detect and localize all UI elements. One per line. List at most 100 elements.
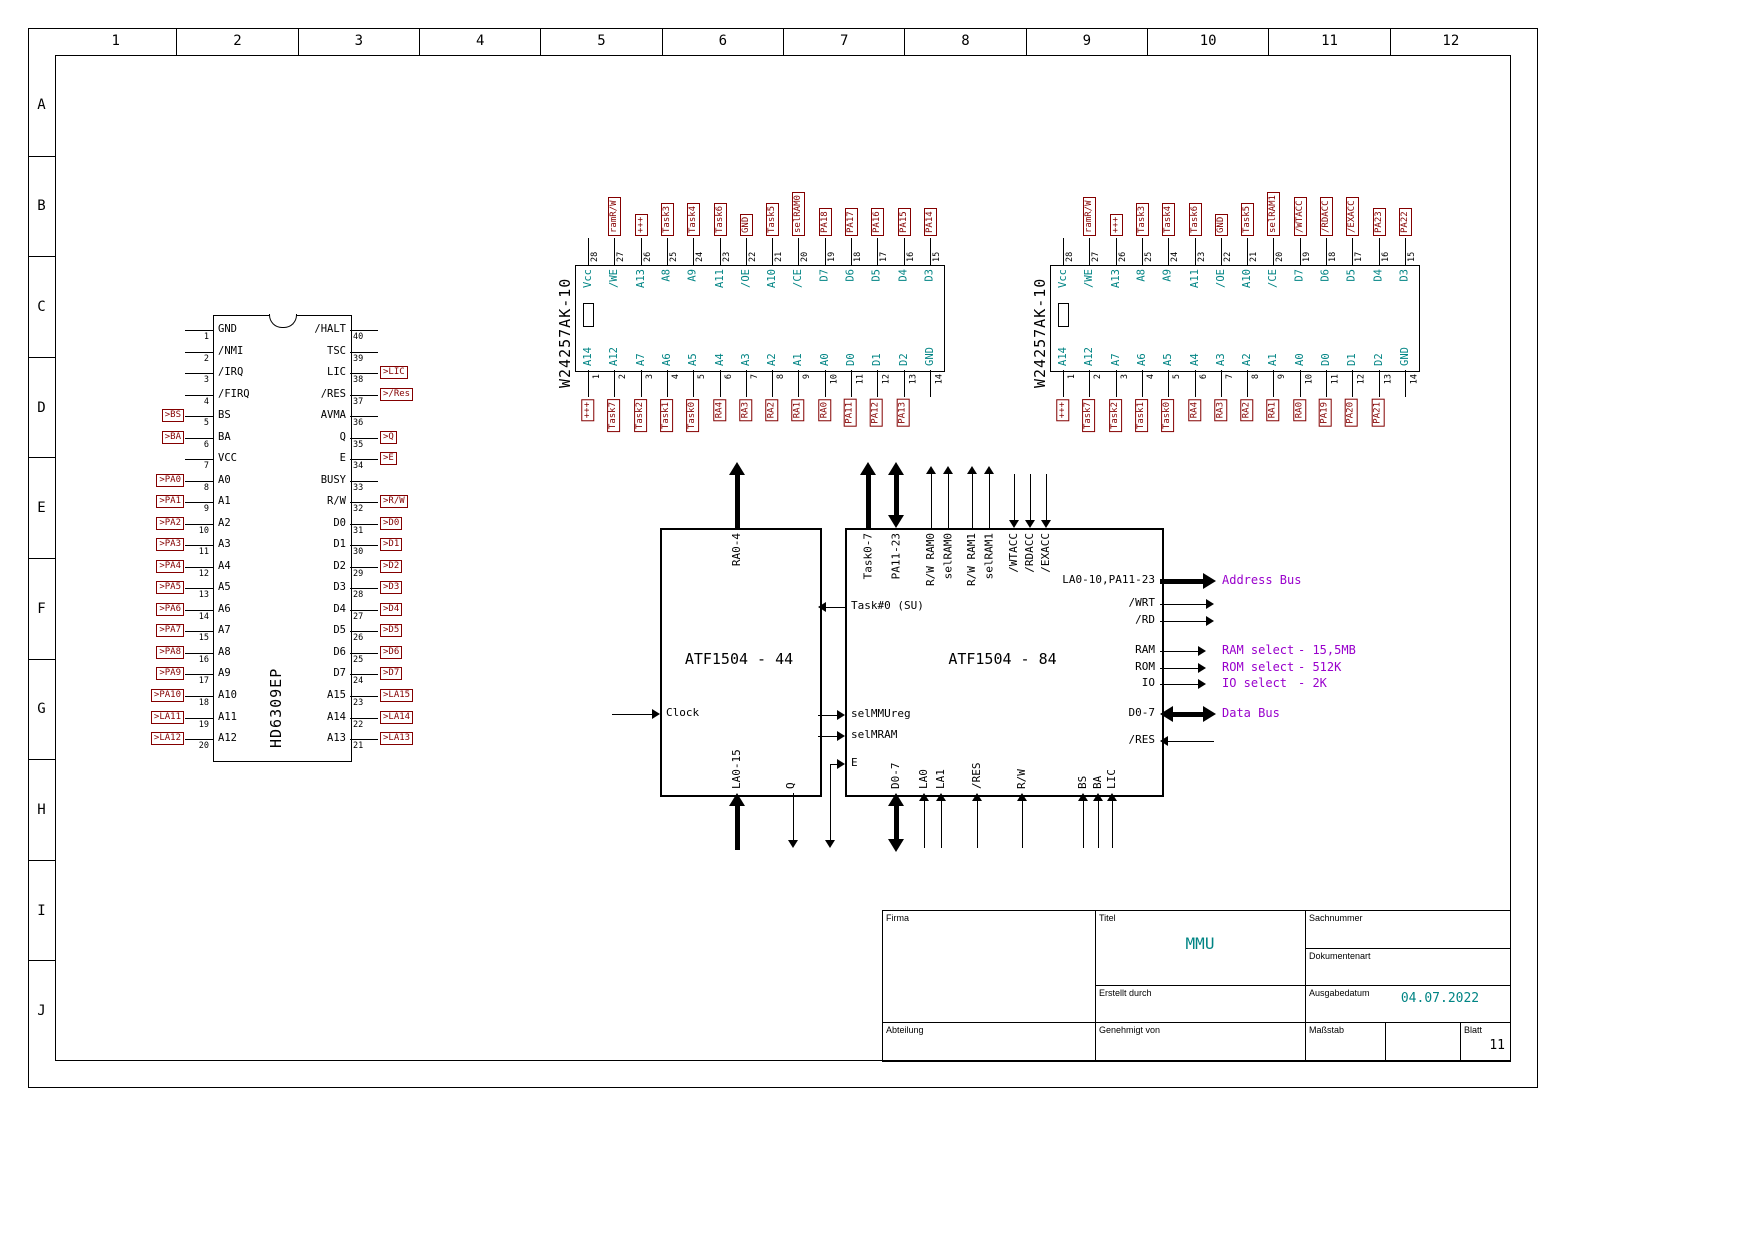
pin-name: A13 bbox=[635, 269, 647, 288]
arrowhead-left bbox=[1160, 706, 1173, 722]
pin-stub bbox=[350, 567, 378, 568]
signal-wire bbox=[830, 764, 838, 765]
pin-number: 19 bbox=[1302, 251, 1312, 262]
pin-stub bbox=[1142, 238, 1143, 265]
pin-name: D5 bbox=[333, 624, 346, 636]
pin-number: 17 bbox=[879, 251, 889, 262]
pin-number: 14 bbox=[1409, 374, 1419, 385]
pin-stub bbox=[1352, 370, 1353, 397]
block-signal-label: /RD bbox=[1135, 613, 1155, 626]
pin-name: A3 bbox=[218, 538, 231, 550]
arrowhead-up bbox=[860, 462, 876, 475]
ram-title: W24257AK-10 bbox=[1031, 277, 1049, 388]
pin-number: 14 bbox=[198, 612, 209, 622]
pin-name: Q bbox=[339, 431, 346, 443]
signal-wire bbox=[830, 764, 831, 841]
block-signal-label: RAM bbox=[1135, 643, 1155, 656]
pin-stub bbox=[1168, 238, 1169, 265]
pin-stub bbox=[1089, 370, 1090, 397]
pin-name: A2 bbox=[218, 517, 231, 529]
pin-name: A13 bbox=[327, 732, 346, 744]
pin-name: A9 bbox=[1162, 269, 1174, 282]
net-label-R/W: >R/W bbox=[380, 495, 408, 508]
net-label-PA15: PA15 bbox=[898, 208, 911, 236]
pin-name: D0 bbox=[333, 517, 346, 529]
pin-name: GND bbox=[924, 347, 936, 366]
pin-stub bbox=[877, 238, 878, 265]
ruler-column-6: 6 bbox=[661, 28, 783, 55]
signal-wire bbox=[977, 801, 978, 848]
pin-name: AVMA bbox=[320, 409, 346, 421]
pin-number: 22 bbox=[748, 251, 758, 262]
pin-number: 32 bbox=[353, 504, 364, 514]
pin-number: 14 bbox=[934, 374, 944, 385]
pin-stub bbox=[1405, 370, 1406, 397]
block-signal-label: BA bbox=[1091, 775, 1104, 789]
net-label-BA: >BA bbox=[161, 431, 184, 444]
pin-number: 1 bbox=[1067, 374, 1077, 380]
arrowhead-up bbox=[1107, 793, 1117, 801]
pin-number: 16 bbox=[198, 655, 209, 665]
pin-stub bbox=[1300, 370, 1301, 397]
pin-stub bbox=[1273, 370, 1274, 397]
pin-stub bbox=[1089, 238, 1090, 265]
net-label-PA19: PA19 bbox=[1319, 399, 1332, 427]
block-signal-label: BS bbox=[1076, 775, 1089, 789]
signal-wire bbox=[1160, 668, 1199, 669]
pin-name: A7 bbox=[1110, 353, 1122, 366]
net-label-+++: +++ bbox=[581, 399, 594, 422]
pin-name: A10 bbox=[766, 269, 778, 288]
net-label-Task5: Task5 bbox=[1241, 202, 1254, 236]
block-signal-label: Task0-7 bbox=[861, 533, 874, 580]
ruler-row-G: G bbox=[28, 658, 55, 760]
pin-name: D6 bbox=[333, 646, 346, 658]
select-size: - 512K bbox=[1298, 660, 1342, 674]
net-label-ramR/W: ramR/W bbox=[608, 197, 621, 236]
pin-stub bbox=[350, 459, 378, 460]
signal-wire bbox=[1160, 621, 1207, 622]
pin-number: 21 bbox=[353, 741, 364, 751]
pin-number: 5 bbox=[1172, 374, 1182, 380]
arrowhead-down bbox=[1009, 520, 1019, 528]
pin-stub bbox=[185, 481, 213, 482]
pin-stub bbox=[1195, 370, 1196, 397]
net-label-selRAM0: selRAM0 bbox=[792, 192, 805, 236]
pin-stub bbox=[185, 395, 213, 396]
pin-stub bbox=[350, 718, 378, 719]
net-label-D2: >D2 bbox=[380, 560, 403, 573]
net-label-Task1: Task1 bbox=[660, 399, 673, 433]
pin-number: 2 bbox=[618, 374, 628, 380]
pin-number: 27 bbox=[616, 251, 626, 262]
net-label-+++: +++ bbox=[1110, 213, 1123, 236]
titleblock-cell-erstellt: Erstellt durch bbox=[1095, 985, 1306, 1023]
pin-number: 23 bbox=[1197, 251, 1207, 262]
pin-stub bbox=[185, 502, 213, 503]
arrowhead-right bbox=[652, 709, 660, 719]
signal-wire bbox=[1160, 604, 1207, 605]
pin-name: A7 bbox=[635, 353, 647, 366]
pin-number: 16 bbox=[1381, 251, 1391, 262]
net-label-Task0: Task0 bbox=[686, 399, 699, 433]
pin-stub bbox=[1142, 370, 1143, 397]
pin-number: 27 bbox=[1091, 251, 1101, 262]
pin-stub bbox=[798, 370, 799, 397]
pin-stub bbox=[614, 238, 615, 265]
bus-line bbox=[735, 475, 740, 528]
ruler-row-E: E bbox=[28, 457, 55, 558]
pin-name: A14 bbox=[582, 347, 594, 366]
pin-name: D5 bbox=[1346, 269, 1358, 282]
pin-number: 10 bbox=[829, 374, 839, 385]
pin-stub bbox=[185, 438, 213, 439]
arrowhead-up bbox=[1093, 793, 1103, 801]
pin-stub bbox=[1326, 370, 1327, 397]
select-label: ROM select bbox=[1222, 660, 1295, 674]
pin-stub bbox=[1195, 238, 1196, 265]
ruler-column-10: 10 bbox=[1147, 28, 1268, 55]
pin-stub bbox=[350, 395, 378, 396]
net-label-PA7: >PA7 bbox=[156, 624, 184, 637]
pin-number: 26 bbox=[353, 633, 364, 643]
pin-number: 38 bbox=[353, 375, 364, 385]
pin-name: A15 bbox=[327, 689, 346, 701]
pin-stub bbox=[588, 238, 589, 265]
signal-wire bbox=[941, 801, 942, 848]
